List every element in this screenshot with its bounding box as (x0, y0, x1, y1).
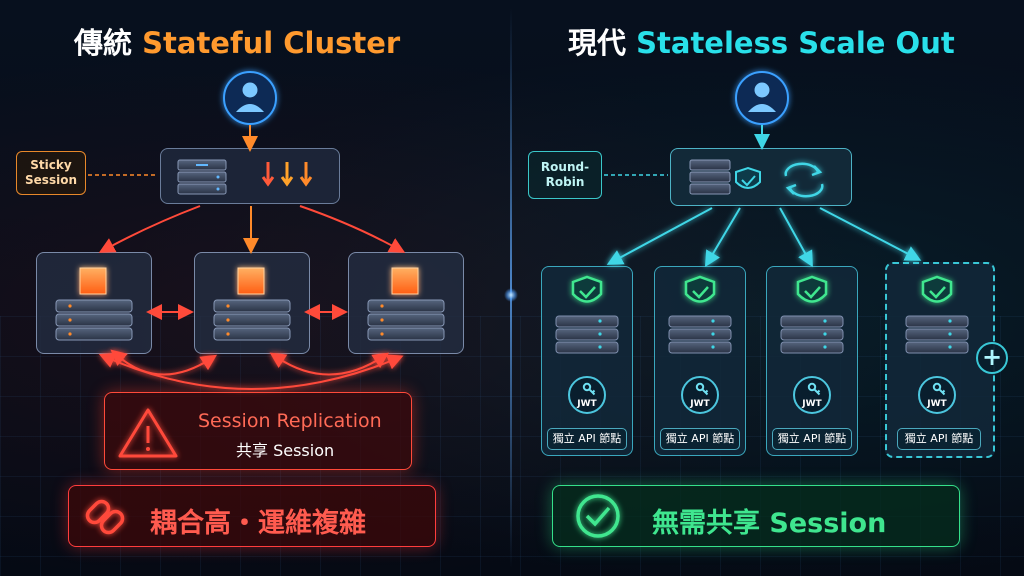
stateless-server-1 (555, 275, 619, 354)
node-label-2: 獨立 API 節點 (660, 428, 740, 450)
stateful-server-1 (55, 267, 133, 341)
shield-check-icon (571, 275, 603, 303)
down-arrows-icon (261, 162, 313, 187)
node-label-1: 獨立 API 節點 (547, 428, 627, 450)
key-icon (807, 382, 821, 396)
right-title-accent: Stateless Scale Out (636, 26, 955, 60)
chain-link-icon (85, 499, 125, 535)
server-stack-icon (177, 159, 227, 195)
shield-check-icon (684, 275, 716, 303)
key-icon (582, 382, 596, 396)
orange-cube-icon (79, 267, 107, 295)
stateless-server-3 (780, 275, 844, 354)
shield-check-icon (735, 166, 761, 189)
warning-title: Session Replication (198, 410, 382, 432)
sticky-tag-line1: Sticky (30, 158, 72, 172)
no-shared-session-banner (552, 485, 960, 547)
lb-to-snode3-arrow (779, 207, 813, 268)
jwt-badge-2: JWT (681, 376, 719, 414)
lb-to-snode2-arrow (704, 207, 741, 268)
warning-subtitle: 共享 Session (236, 441, 335, 460)
node-label-4: 獨立 API 節點 (897, 428, 981, 450)
key-icon (695, 382, 709, 396)
stateful-server-2 (213, 267, 291, 341)
key-icon (932, 382, 946, 396)
stateful-server-3 (367, 267, 445, 341)
replication-curve-1-2 (110, 349, 218, 376)
jwt-badge-4: JWT (918, 376, 956, 414)
right-title: 現代 Stateless Scale Out (568, 20, 955, 62)
replication-curve-2-3 (269, 352, 389, 376)
jwt-badge-3: JWT (793, 376, 831, 414)
sticky-tag-line2: Session (25, 173, 77, 187)
server-stack-icon (689, 159, 731, 195)
plus-icon: + (976, 342, 1008, 374)
user-icon (223, 71, 277, 125)
jwt-label: JWT (577, 399, 597, 409)
node-label-3: 獨立 API 節點 (772, 428, 852, 450)
rr-tag-line1: Round- (540, 160, 590, 174)
user-icon (735, 71, 789, 125)
jwt-badge-1: JWT (568, 376, 606, 414)
left-title-accent: Stateful Cluster (142, 26, 401, 60)
coupling-text: 耦合高・運維複雜 (150, 508, 366, 539)
coupling-banner (68, 485, 436, 547)
right-title-prefix: 現代 (568, 26, 627, 60)
lb-to-node3-arrow (299, 205, 406, 253)
stateless-server-4 (905, 275, 969, 354)
sync-arrows-icon (784, 162, 824, 198)
orange-cube-icon (237, 267, 265, 295)
stateless-node-2 (654, 266, 746, 456)
shield-check-icon (796, 275, 828, 303)
lb-to-node1-arrow (98, 205, 201, 253)
left-title: 傳統 Stateful Cluster (74, 20, 400, 62)
replication-curve-1-3 (98, 353, 404, 390)
lb-to-snode1-arrow (606, 207, 713, 265)
round-robin-tag: Round-Robin (528, 151, 602, 199)
jwt-label: JWT (802, 399, 822, 409)
jwt-label: JWT (927, 399, 947, 409)
lb-to-snode4-arrow (819, 207, 922, 261)
left-title-prefix: 傳統 (74, 26, 133, 60)
stateless-server-2 (668, 275, 732, 354)
divider-glow (504, 288, 518, 302)
no-shared-session-text: 無需共享 Session (652, 508, 887, 539)
jwt-label: JWT (690, 399, 710, 409)
orange-cube-icon (391, 267, 419, 295)
rr-tag-line2: Robin (545, 175, 585, 189)
shield-check-icon (921, 275, 953, 303)
warning-triangle-icon (118, 408, 178, 458)
check-circle-icon (576, 494, 620, 538)
